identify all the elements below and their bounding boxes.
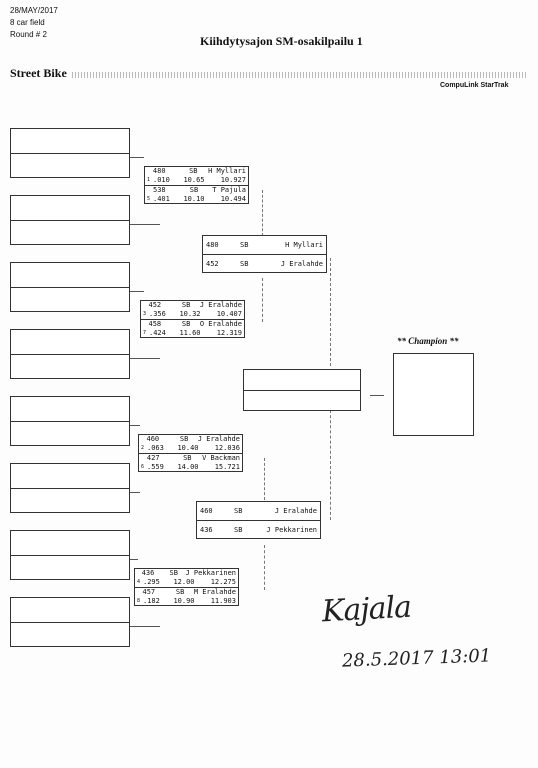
signed-datetime: 28.5.2017 13:01 [341,645,492,672]
event-title: Kiihdytysajon SM-osakilpailu 1 [200,34,363,48]
class-name: Street Bike [10,66,67,80]
event-date: 28/MAY/2017 [10,6,58,15]
field-size: 8 car field [10,18,45,27]
empty-slot-1 [10,128,130,178]
empty-slot-7 [10,530,130,580]
handwritten-signature: Kajala [321,589,412,630]
vendor-label: CompuLink StarTrak [440,82,509,89]
empty-slot-2 [10,195,130,245]
champion-label: ** Champion ** [397,336,459,346]
header-dotted-rule [72,72,528,78]
final-slot [243,369,361,411]
round-number: Round # 2 [10,30,47,39]
empty-slot-3 [10,262,130,312]
empty-slot-8 [10,597,130,647]
empty-slot-6 [10,463,130,513]
champion-box [393,353,474,436]
empty-slot-4 [10,329,130,379]
empty-slot-5 [10,396,130,446]
